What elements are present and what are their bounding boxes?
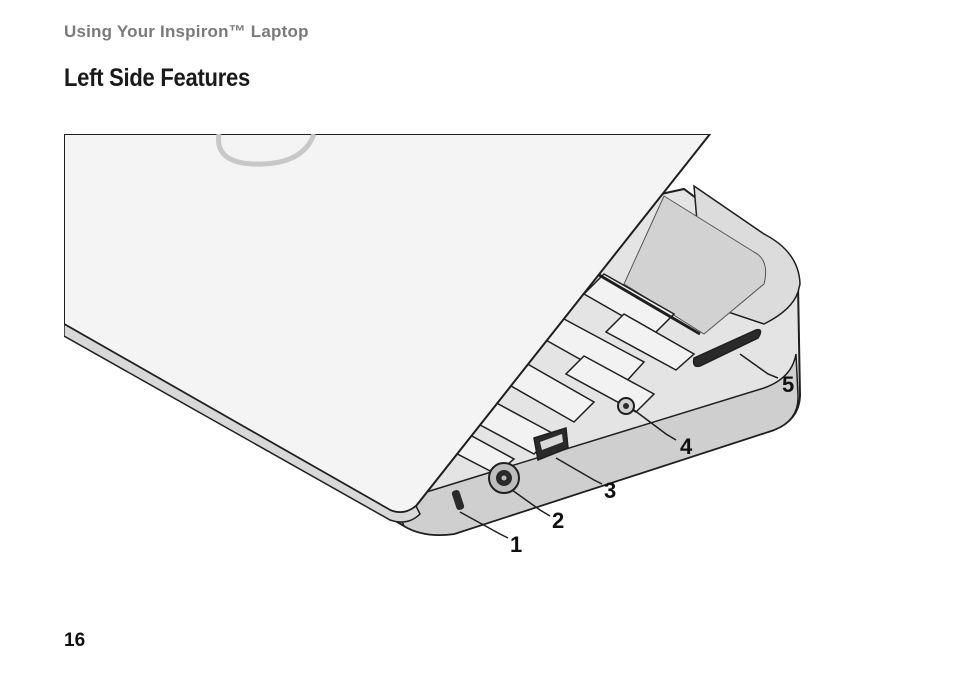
laptop-illustration-svg: 1 2 3 4 5 (64, 134, 824, 554)
power-light (618, 398, 634, 414)
section-title: Left Side Features (64, 64, 250, 93)
ac-adapter-connector (489, 463, 519, 493)
callout-number-4: 4 (680, 434, 693, 459)
running-header: Using Your Inspiron™ Laptop (64, 22, 309, 42)
page-number: 16 (64, 630, 85, 652)
callout-number-3: 3 (604, 478, 616, 503)
laptop-left-side-illustration: 1 2 3 4 5 (64, 134, 824, 554)
callout-number-1: 1 (510, 532, 522, 554)
callout-number-2: 2 (552, 508, 564, 533)
callout-number-5: 5 (782, 372, 794, 397)
